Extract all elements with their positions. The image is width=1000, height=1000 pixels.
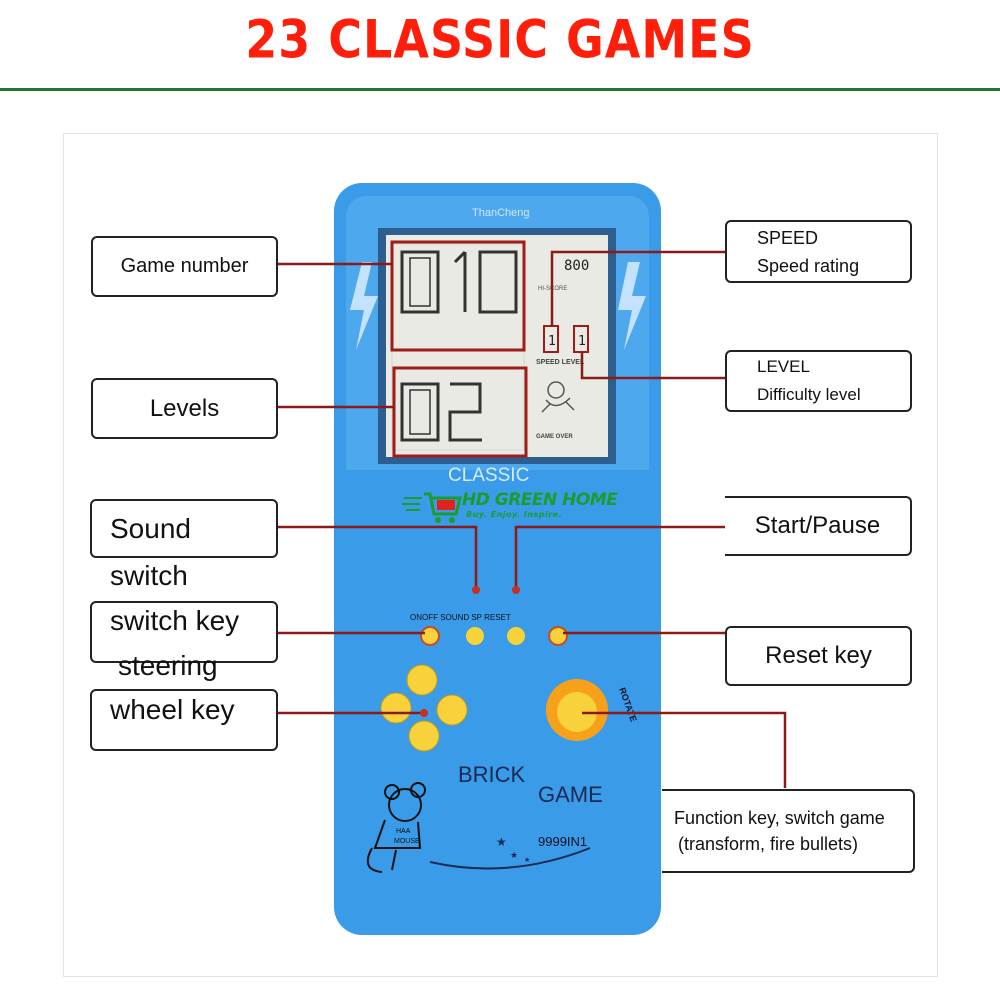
- callout-reset-key-text: Reset key: [765, 642, 872, 669]
- game-label: GAME: [538, 782, 603, 807]
- callout-levels-text: Levels: [149, 394, 220, 422]
- maker-label: ThanCheng: [472, 207, 530, 219]
- swoosh-decoration: [429, 847, 591, 870]
- leader-level: [580, 352, 725, 380]
- lcd-screen: [386, 235, 608, 457]
- header-divider: [0, 88, 1000, 91]
- button-labels: ONOFF SOUND SP RESET: [410, 613, 511, 622]
- callout-wheel-box: [90, 689, 278, 751]
- callout-speed-line1: SPEED: [757, 227, 819, 248]
- game-number-highlight: [390, 240, 526, 352]
- levels-highlight: [392, 366, 528, 458]
- leader-start: [514, 525, 725, 588]
- callout-level-line1: LEVEL: [757, 357, 810, 376]
- callout-speed: SPEED Speed rating: [725, 220, 912, 283]
- level-digit: 1: [578, 334, 586, 349]
- dpad-right[interactable]: [436, 694, 468, 726]
- start-pause-button[interactable]: [507, 627, 525, 645]
- mascot-label-line1: HAA: [396, 828, 411, 835]
- leader-speed: [550, 250, 725, 326]
- callout-level-line2: Difficulty level: [757, 385, 861, 404]
- device-waist: [334, 470, 661, 560]
- leader-lines: [278, 250, 787, 788]
- leader-function: [582, 711, 787, 788]
- callout-levels: Levels: [91, 378, 278, 439]
- callout-function-key: Function key, switch game (transform, fi…: [662, 789, 915, 873]
- onoff-button[interactable]: [420, 626, 440, 646]
- leader-sound: [278, 525, 478, 588]
- leader-endpoints: [420, 586, 520, 717]
- mascot-icon: [366, 782, 426, 873]
- lightning-left-icon: [350, 262, 378, 350]
- speed-level-label: SPEED LEVEL: [536, 359, 585, 366]
- steering-dpad[interactable]: [380, 664, 468, 752]
- callout-switch-key: switch key: [110, 605, 240, 636]
- callout-sound-box: [90, 499, 278, 558]
- game-over-label: GAME OVER: [536, 434, 573, 440]
- reset-button[interactable]: [548, 626, 568, 646]
- brand-name: HD GREEN HOME: [462, 490, 618, 510]
- star-decorations: ★ ★ ★: [496, 835, 530, 864]
- model-label: CLASSIC: [448, 465, 529, 486]
- brick-label: BRICK: [458, 762, 526, 787]
- score-value: 800: [564, 258, 589, 274]
- dpad-down[interactable]: [408, 720, 440, 752]
- level-digits: [400, 382, 482, 442]
- rotate-button[interactable]: [557, 692, 597, 732]
- dpad-up[interactable]: [406, 664, 438, 696]
- callout-reset-key: Reset key: [725, 626, 912, 686]
- cart-logo-icon: [402, 492, 462, 523]
- mascot-label-line2: MOUSE: [394, 838, 420, 845]
- callout-steering: steering: [118, 650, 218, 681]
- callout-game-number: Game number: [91, 236, 278, 297]
- brand-tagline: Buy. Enjoy. Inspire.: [466, 510, 563, 519]
- game-number-digits: [400, 250, 518, 314]
- dpad-left[interactable]: [380, 692, 412, 724]
- screen-mascot-icon: [541, 381, 575, 413]
- count-label: 9999IN1: [538, 834, 587, 849]
- callout-wheel-key: wheel key: [110, 694, 235, 725]
- callout-start-pause-text: Start/Pause: [754, 512, 881, 539]
- callout-function-line1: Function key, switch game: [674, 808, 885, 828]
- svg-text:★: ★: [496, 835, 507, 849]
- svg-text:★: ★: [524, 856, 530, 864]
- svg-text:★: ★: [510, 850, 518, 860]
- callout-switch-box: [90, 601, 278, 663]
- callout-sound-line2: switch: [110, 560, 188, 591]
- callout-start-pause: Start/Pause: [725, 496, 912, 556]
- speed-digit: 1: [548, 334, 556, 349]
- callout-level: LEVEL Difficulty level: [725, 350, 912, 412]
- sound-button[interactable]: [466, 627, 484, 645]
- lightning-right-icon: [618, 262, 646, 350]
- callout-sound-line1: Sound: [110, 513, 191, 544]
- callout-game-number-text: Game number: [120, 255, 249, 277]
- callout-function-line2: (transform, fire bullets): [678, 834, 859, 854]
- headline: 23 CLASSIC GAMES: [245, 7, 755, 71]
- callout-speed-line2: Speed rating: [757, 255, 860, 276]
